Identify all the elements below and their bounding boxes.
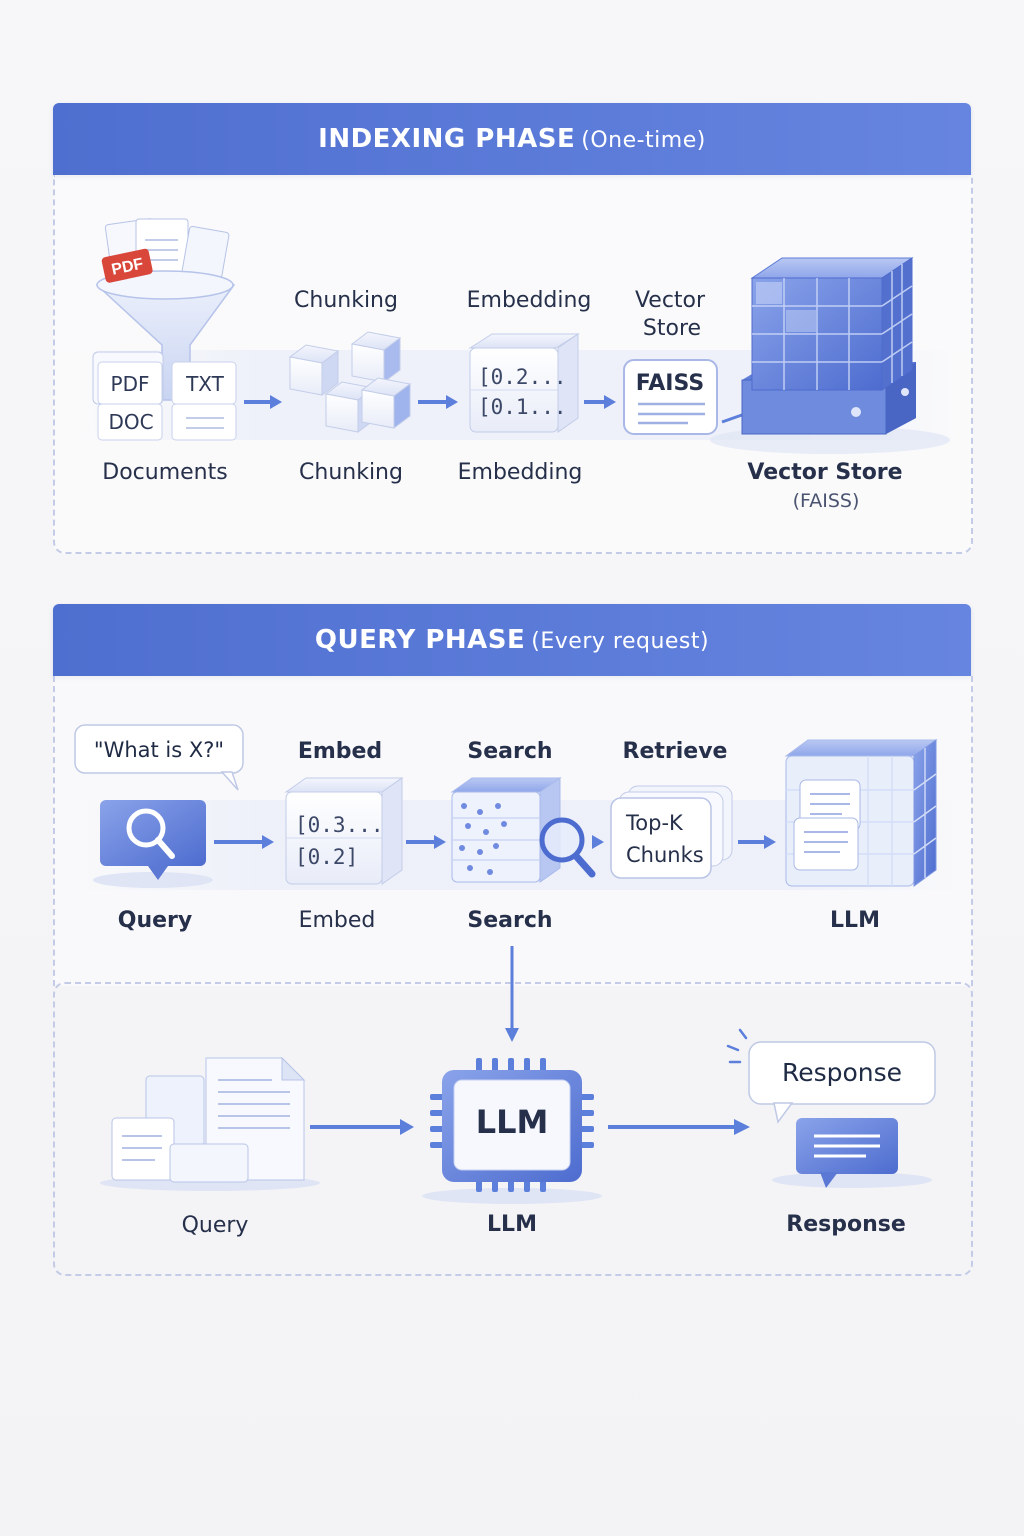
lower-label-response: Response: [786, 1212, 906, 1237]
retrieved-docs-icon: [100, 1056, 320, 1191]
llm-chip-icon: LLM: [422, 1058, 602, 1204]
embed-value-1: [0.3...: [295, 813, 384, 837]
top-label-search: Search: [467, 739, 553, 764]
topk-line1: Top-K: [625, 811, 684, 835]
embed-cube-icon: [0.3... [0.2]: [284, 777, 404, 885]
query-phase-subtitle: (Every request): [531, 629, 710, 654]
pdf-badge-text: PDF: [110, 256, 145, 279]
top-label-embed: Embed: [297, 739, 383, 764]
bottom-label-embed: Embed: [298, 908, 376, 933]
bottom-label-chunking: Chunking: [299, 460, 403, 485]
topk-line2: Chunks: [626, 843, 704, 867]
bottom-label-faiss: (FAISS): [792, 490, 860, 512]
query-phase-title: QUERY PHASE: [314, 625, 526, 655]
bottom-label-query: Query: [117, 908, 193, 933]
top-label-vector: Vector: [634, 288, 706, 313]
doc-tag-doc: DOC: [108, 410, 153, 434]
top-label-chunking: Chunking: [294, 288, 398, 313]
query-search-icon: [93, 800, 213, 888]
llm-context-cube-icon: [784, 739, 938, 887]
response-bubble: Response: [726, 1028, 936, 1124]
arrow-embedding-to-faiss: [584, 395, 616, 409]
search-index-icon: [450, 777, 596, 883]
document-type-tiles: PDF TXT DOC: [92, 351, 237, 441]
question-text: "What is X?": [94, 738, 224, 762]
lower-label-query: Query: [181, 1213, 249, 1238]
bottom-label-documents: Documents: [102, 460, 228, 485]
arrow-query-to-embed: [214, 835, 274, 849]
bottom-label-llm: LLM: [830, 908, 880, 933]
chunk-cubes-icon: [288, 331, 412, 433]
indexing-phase-subtitle: (One-time): [581, 128, 706, 153]
arrow-search-to-llm-chip: [505, 946, 519, 1042]
doc-tag-txt: TXT: [185, 372, 225, 396]
llm-chip-label: LLM: [476, 1103, 549, 1141]
top-label-store: Store: [642, 316, 702, 341]
arrow-chunking-to-embedding: [418, 395, 458, 409]
arrow-retrieve-to-llm: [738, 835, 776, 849]
arrow-docs-to-llm-chip: [310, 1119, 414, 1135]
top-label-retrieve: Retrieve: [622, 739, 728, 764]
doc-tag-pdf: PDF: [111, 372, 150, 396]
vector-store-server-icon: [710, 257, 950, 454]
embedding-value-2: [0.1...: [478, 395, 567, 419]
query-phase-header: QUERY PHASE(Every request): [53, 604, 971, 676]
faiss-card-label: FAISS: [636, 371, 704, 396]
top-label-embedding: Embedding: [466, 288, 592, 313]
embedding-value-1: [0.2...: [478, 365, 567, 389]
arrow-documents-to-chunking: [244, 395, 282, 409]
response-bubble-text: Response: [782, 1058, 902, 1087]
arrow-embed-to-search: [406, 835, 446, 849]
topk-chunks-card: Top-K Chunks: [610, 785, 733, 879]
response-message-icon: [772, 1118, 932, 1188]
indexing-phase-title: INDEXING PHASE: [318, 124, 576, 154]
lower-label-llm: LLM: [487, 1212, 537, 1237]
embed-value-2: [0.2]: [295, 845, 358, 869]
arrow-llm-to-response: [608, 1119, 750, 1135]
bottom-label-vector-store: Vector Store: [747, 460, 903, 485]
embedding-cube-icon: [0.2... [0.1...: [468, 333, 580, 433]
bottom-label-search: Search: [467, 908, 553, 933]
faiss-card: FAISS: [623, 359, 718, 435]
question-bubble: "What is X?": [74, 724, 244, 791]
bottom-label-embedding: Embedding: [457, 460, 583, 485]
indexing-phase-header: INDEXING PHASE(One-time): [53, 103, 971, 175]
arrow-search-to-retrieve: [592, 835, 604, 849]
